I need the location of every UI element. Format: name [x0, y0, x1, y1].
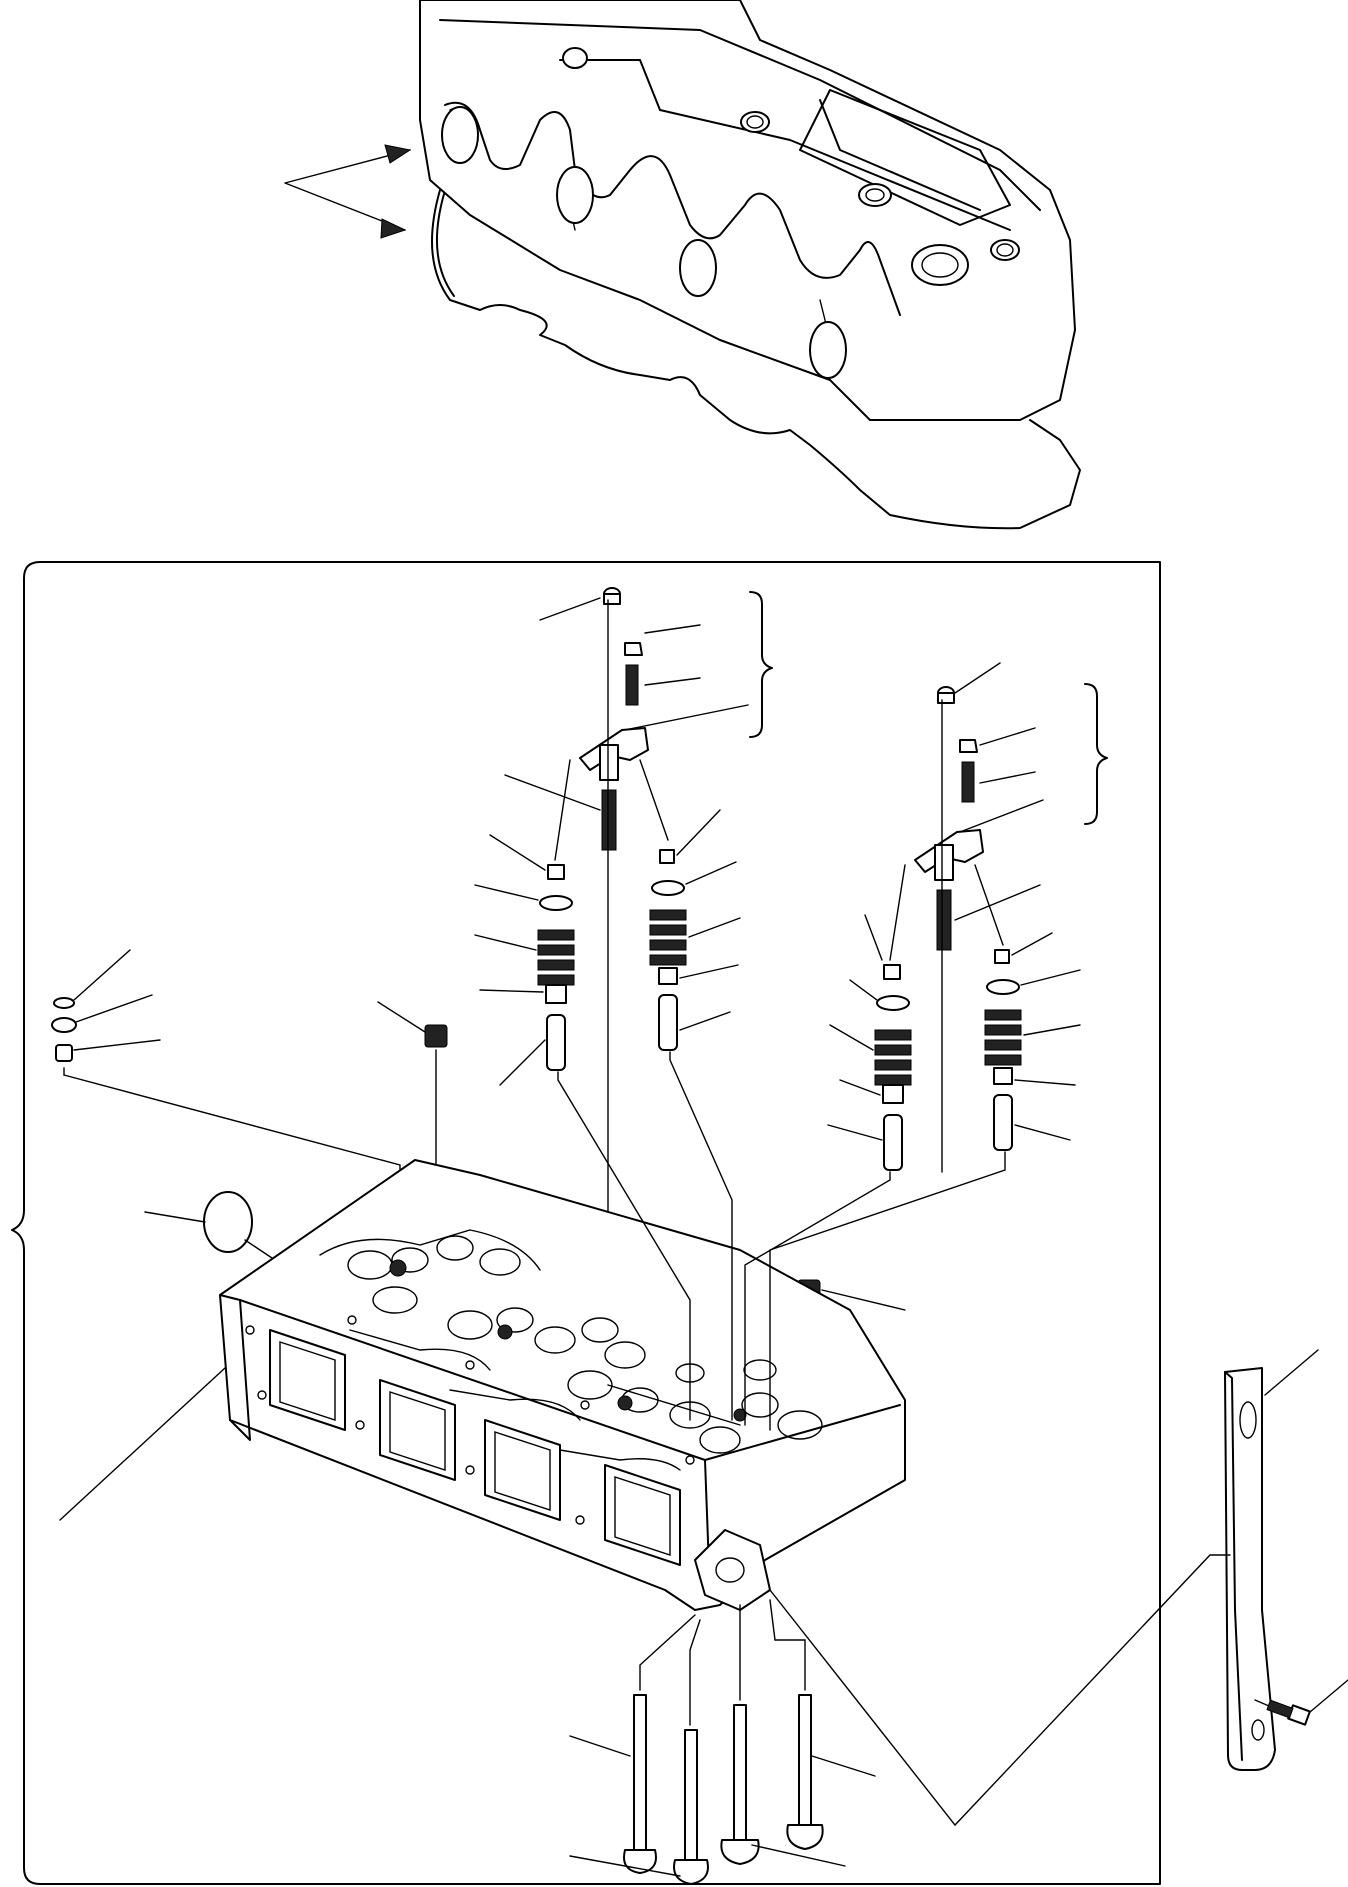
cover-gasket: [431, 189, 1081, 530]
assembly-bracket: [11, 561, 1161, 1885]
cylinder-head: [59, 1159, 906, 1611]
lifting-bracket: [769, 1349, 1319, 1827]
rocker-assembly-right: [827, 662, 1081, 1173]
head-plug-upper: [377, 1001, 448, 1171]
expansion-plug: [144, 1191, 291, 1271]
valve-cover-body: [419, 0, 1076, 421]
valve-stem-seal-set: [51, 949, 401, 1261]
rocker-assembly-left: [474, 587, 749, 1386]
bracket-bolt: [1254, 1679, 1348, 1726]
leader-lines: [557, 1051, 1006, 1431]
valves: [569, 1599, 876, 1885]
valve-cover: [284, 0, 1081, 530]
